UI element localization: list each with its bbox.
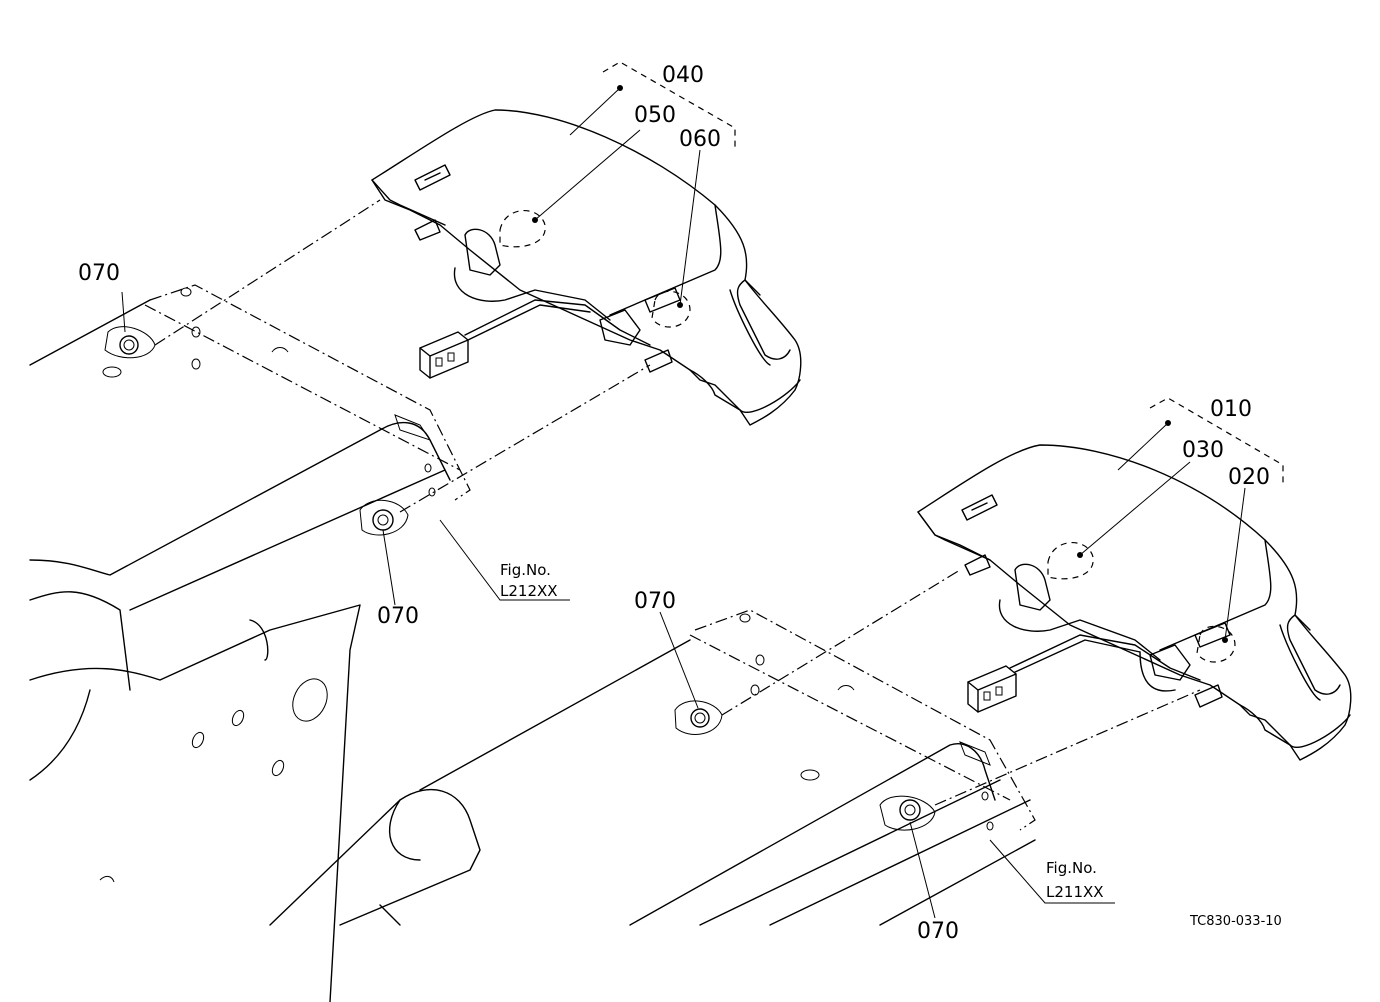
lamp-assembly-040 — [29, 61, 802, 1002]
grommet-070-top-left — [104, 326, 156, 359]
label-010: 010 — [1210, 397, 1252, 422]
label-070-mid-right: 070 — [634, 589, 676, 614]
label-030: 030 — [1182, 438, 1224, 463]
label-040: 040 — [662, 63, 704, 88]
label-070-top-left: 070 — [78, 261, 120, 286]
grommet-070-mid-left — [359, 499, 409, 536]
grommet-070-bottom-right — [879, 795, 936, 831]
fig-ref-left-code: L212XX — [500, 582, 558, 600]
lamp-assembly-010 — [419, 397, 1352, 926]
label-050: 050 — [634, 103, 676, 128]
fig-ref-right-code: L211XX — [1046, 883, 1104, 901]
label-070-mid-left: 070 — [377, 604, 419, 629]
fig-ref-left-title: Fig.No. — [500, 561, 551, 579]
label-060: 060 — [679, 127, 721, 152]
fig-ref-right-title: Fig.No. — [1046, 859, 1097, 877]
label-020: 020 — [1228, 465, 1270, 490]
drawing-code: TC830-033-10 — [1189, 914, 1282, 929]
label-070-bottom-right: 070 — [917, 919, 959, 944]
grommet-070-mid-right — [674, 700, 723, 735]
